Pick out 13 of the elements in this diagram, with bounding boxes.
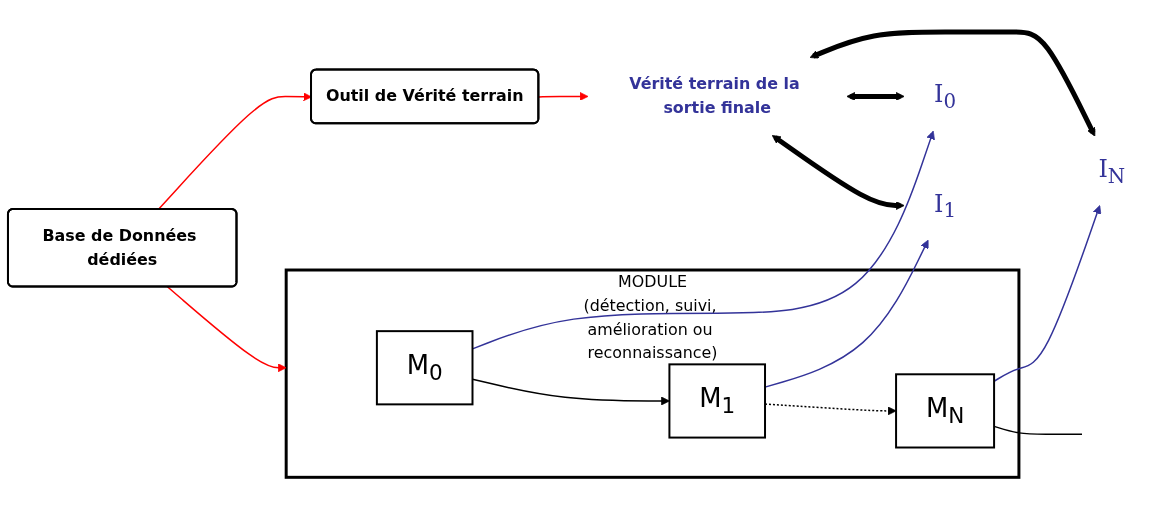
node-box: M$_{0}$ <box>375 330 474 406</box>
arrow <box>771 135 905 211</box>
node-text: I$_{N}$ <box>1098 155 1126 188</box>
node-text: I$_{1}$ <box>934 190 957 223</box>
arrow <box>166 286 287 373</box>
node-text: I$_{0}$ <box>934 80 957 114</box>
node-box: M$_{N}$ <box>895 373 996 449</box>
node-text: Vérité terrain de la sortie finale <box>629 74 800 118</box>
arrow <box>846 92 905 102</box>
arrow <box>538 92 589 102</box>
arrow <box>157 92 312 211</box>
node-box: M$_{1}$ <box>668 363 766 439</box>
arrow <box>809 29 1096 137</box>
